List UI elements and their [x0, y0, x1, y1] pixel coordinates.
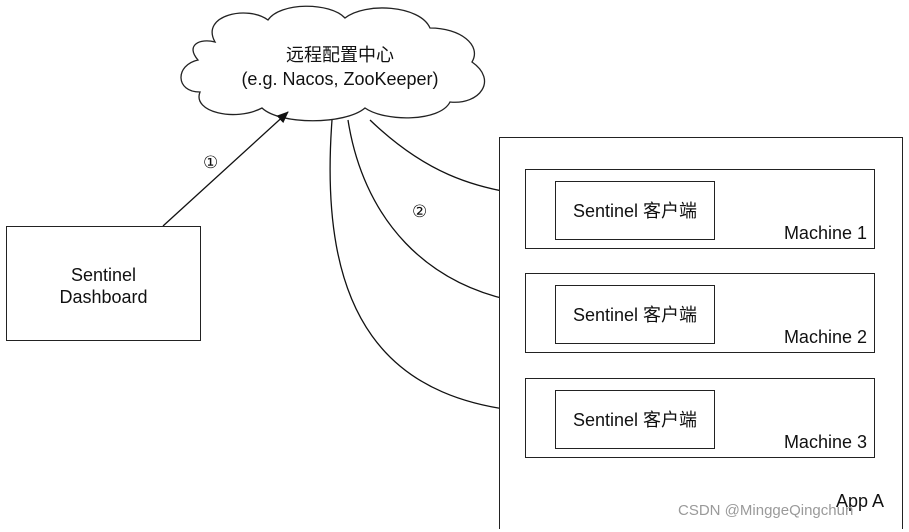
machine-name: Machine 1 [783, 223, 867, 243]
step-1-marker: ① [203, 153, 219, 173]
sentinel-client-label: Sentinel 客户端 [572, 410, 698, 430]
app-a-label: App A [835, 491, 884, 511]
sentinel-dashboard-box: Sentinel Dashboard [6, 226, 201, 341]
machine-box: Sentinel 客户端 Machine 2 [525, 273, 875, 353]
sentinel-client-box: Sentinel 客户端 [555, 285, 715, 344]
sentinel-client-label: Sentinel 客户端 [572, 201, 698, 221]
push-arrow-machine-3 [329, 119, 551, 418]
sentinel-client-box: Sentinel 客户端 [555, 181, 715, 240]
push-rules-arrow [162, 111, 289, 227]
dashboard-line-1: Sentinel [70, 265, 137, 285]
step-2-marker: ② [412, 202, 428, 222]
machine-box: Sentinel 客户端 Machine 3 [525, 378, 875, 458]
csdn-watermark: CSDN @MinggeQingchun [678, 502, 854, 519]
machine-name: Machine 2 [783, 327, 867, 347]
sentinel-client-label: Sentinel 客户端 [572, 305, 698, 325]
config-center-cloud [180, 5, 486, 122]
config-center-examples: (e.g. Nacos, ZooKeeper) [241, 69, 439, 89]
machine-box: Sentinel 客户端 Machine 1 [525, 169, 875, 249]
config-center-title: 远程配置中心 [286, 45, 394, 65]
sentinel-client-box: Sentinel 客户端 [555, 390, 715, 449]
dashboard-line-2: Dashboard [59, 287, 148, 307]
machine-name: Machine 3 [783, 432, 867, 452]
